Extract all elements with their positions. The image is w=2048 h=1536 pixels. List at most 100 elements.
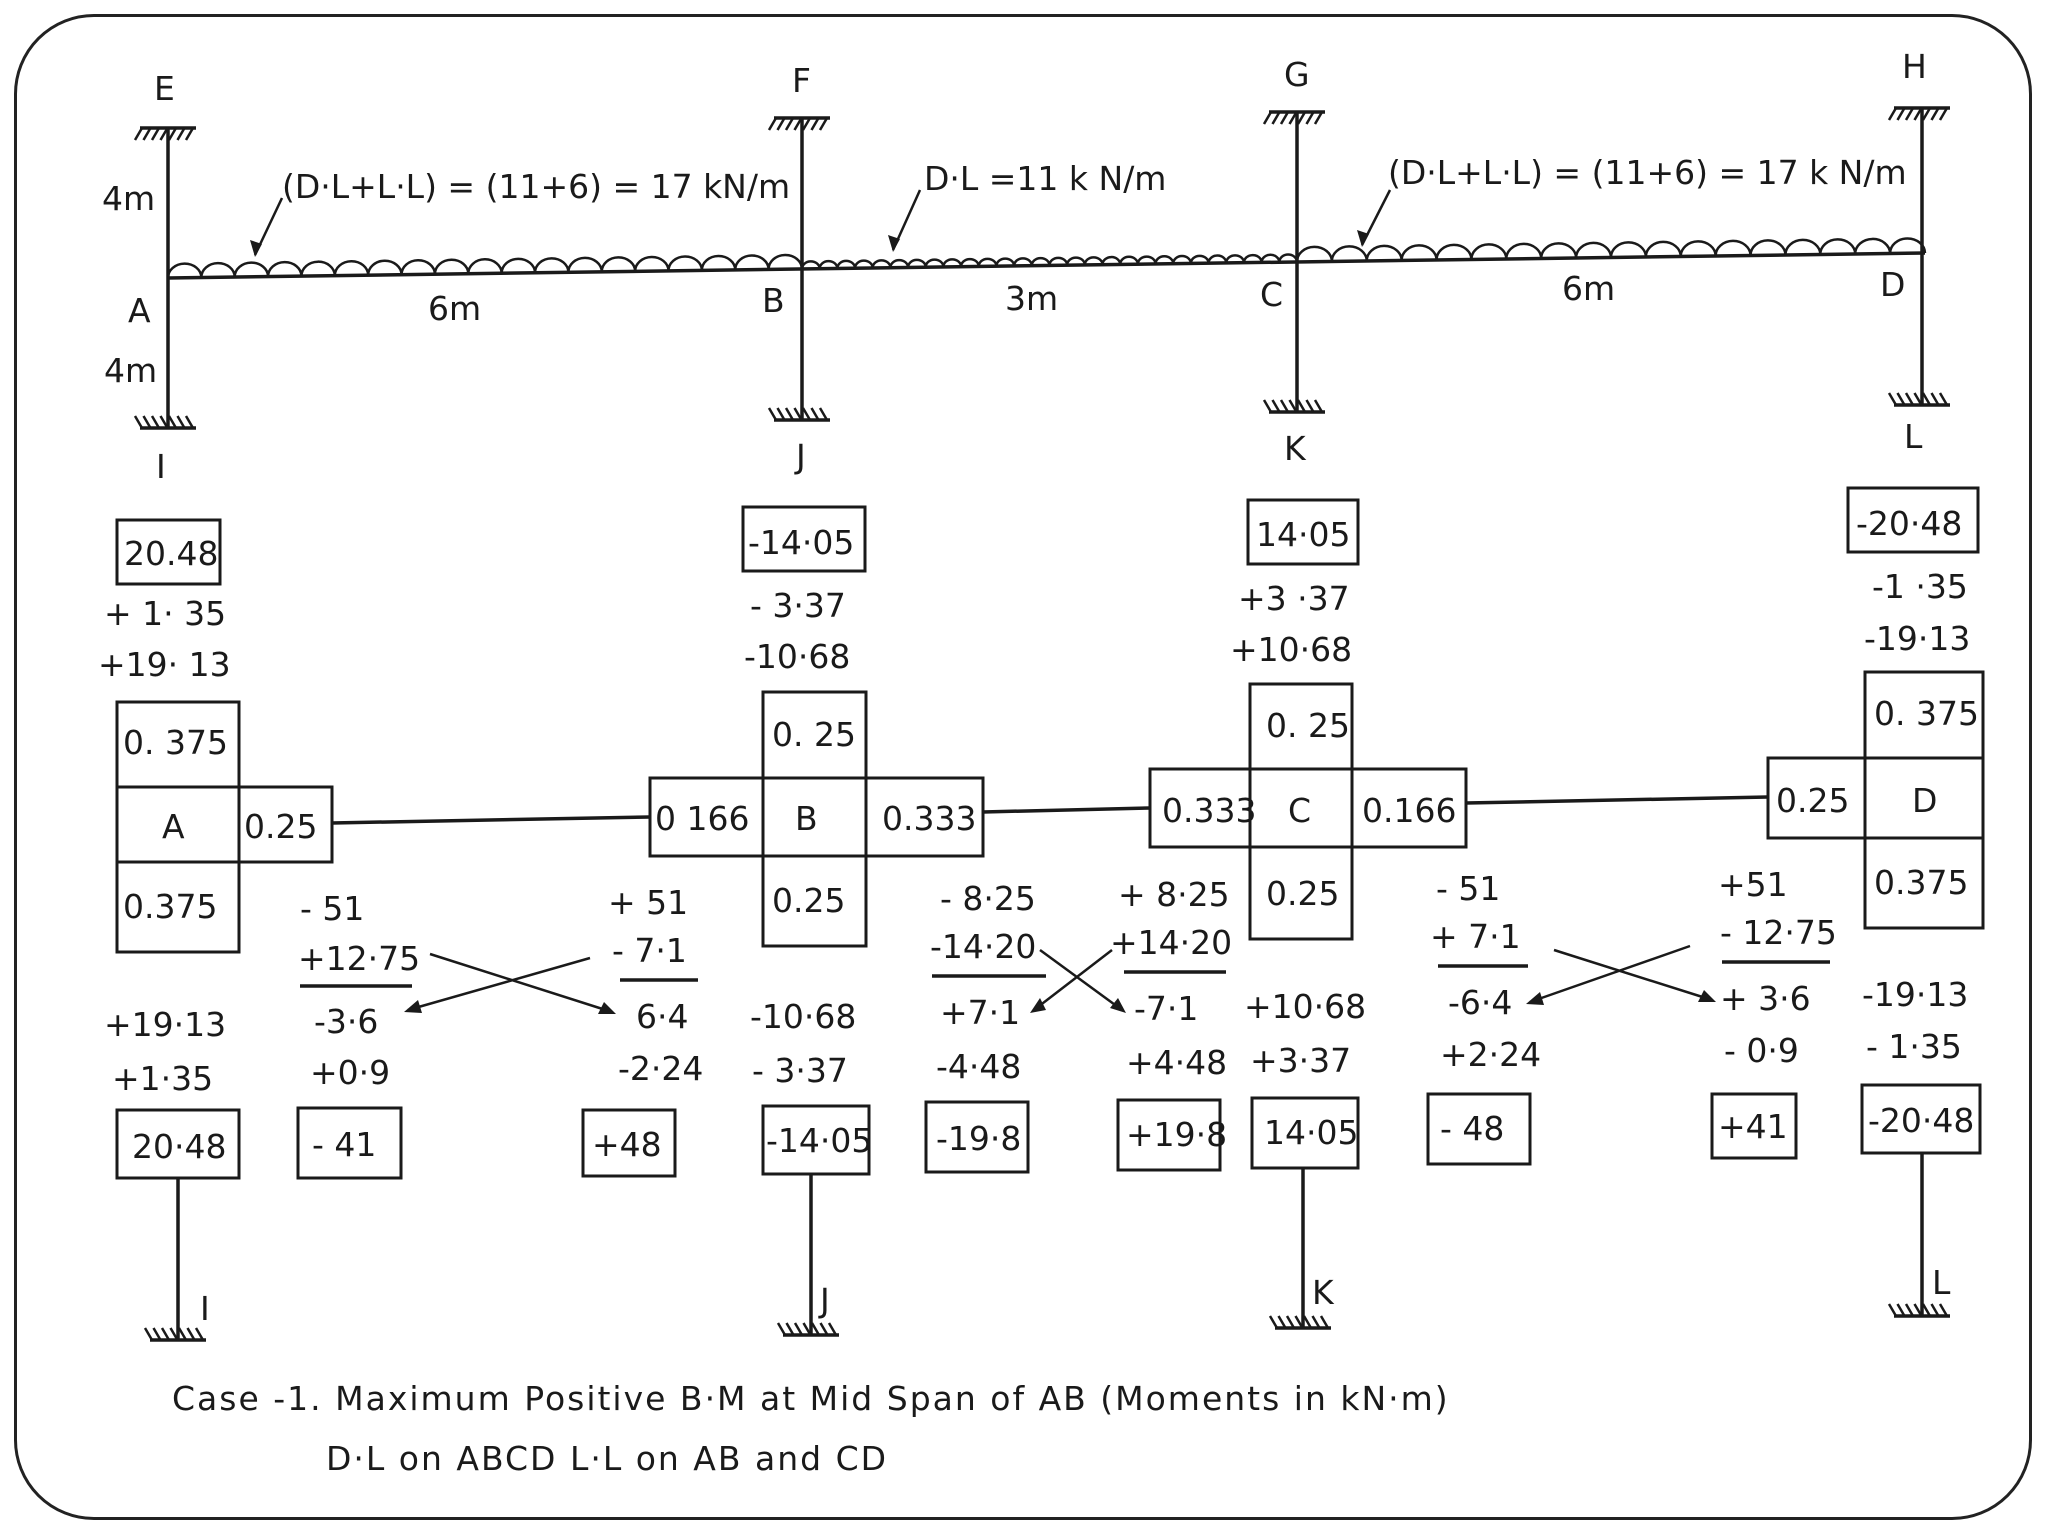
- df-b-left: 0 166: [655, 799, 749, 838]
- hatch-mark: [776, 1322, 787, 1336]
- hatch-mark: [1311, 1315, 1321, 1329]
- udl-arc: [1714, 239, 1752, 257]
- hatch-mark: [1930, 1303, 1940, 1317]
- udl-arc: [1819, 238, 1857, 255]
- arrowhead-icon: [1526, 992, 1544, 1005]
- upper-c-v1: +3 ·37: [1238, 579, 1350, 618]
- df-cell: [1350, 767, 1468, 849]
- arrowhead-icon: [1110, 998, 1126, 1013]
- hatch-mark: [160, 1327, 171, 1341]
- hatch-mark: [184, 127, 195, 141]
- hatch-mark: [776, 117, 786, 131]
- lower-ab-left-co: -3·6: [314, 1002, 378, 1041]
- connector-a-b: [331, 815, 651, 825]
- df-d-bottom: 0.375: [1874, 863, 1968, 902]
- upper-d-final: -20·48: [1856, 504, 1962, 543]
- slide-frame: [14, 14, 2032, 1520]
- lower-colC-v1: +10·68: [1244, 987, 1366, 1026]
- node-label-b: B: [762, 281, 785, 320]
- udl-arc: [533, 257, 570, 273]
- hatch-mark: [167, 127, 178, 141]
- node-label-l: L: [1904, 417, 1923, 456]
- hatch-mark: [1288, 111, 1298, 125]
- hatch-mark: [142, 415, 152, 429]
- hatch-mark: [1938, 107, 1949, 121]
- lower-ab-right-final: +48: [592, 1125, 662, 1164]
- upper-c-final: 14·05: [1256, 515, 1350, 554]
- udl-arc: [1295, 245, 1334, 263]
- udl-arc: [1330, 245, 1369, 262]
- final-moment-box: [1116, 1098, 1222, 1172]
- caption-line-2: D·L on ABCD L·L on AB and CD: [326, 1439, 888, 1478]
- upper-c-v2: +10·68: [1230, 630, 1352, 669]
- lower-ab-right-fem: + 51: [608, 883, 688, 922]
- hatch-mark: [1887, 1303, 1898, 1317]
- hatch-mark: [1887, 392, 1898, 406]
- udl-arc: [333, 259, 370, 276]
- final-moment-box: [761, 1104, 871, 1176]
- df-cell: [761, 854, 868, 948]
- joint-d-table: 0. 375 0.25 D 0.375: [1766, 670, 1985, 930]
- hatch-mark: [1904, 1303, 1915, 1317]
- udl-arc: [433, 258, 470, 275]
- load-label-ab: (D·L+L·L) = (11+6) = 17 kN/m: [282, 167, 790, 206]
- node-label-c: C: [1260, 275, 1283, 314]
- lower-cd-left-final: - 48: [1440, 1109, 1504, 1148]
- carry-over-arrow: [1529, 944, 1691, 1004]
- final-moment-box: [1246, 498, 1360, 566]
- joint-d-label: D: [1912, 781, 1937, 820]
- caption: Case -1. Maximum Positive B·M at Mid Spa…: [172, 1379, 1448, 1478]
- hatch-mark: [1277, 1315, 1287, 1329]
- node-label-h: H: [1902, 47, 1927, 86]
- hatch-mark: [1279, 111, 1290, 125]
- dimension-labels: 4m 4m 6m 3m 6m: [102, 179, 1615, 390]
- dim-column-bottom: 4m: [104, 351, 157, 390]
- frame-structure: [166, 108, 1926, 428]
- hatch-mark: [785, 1322, 795, 1336]
- hatch-mark: [776, 407, 786, 421]
- hatch-mark: [1262, 399, 1273, 413]
- lower-cd-left-co: -6·4: [1448, 983, 1512, 1022]
- lower-cd-right-bal: - 0·9: [1724, 1031, 1799, 1070]
- carry-over-arrow: [1553, 948, 1713, 1002]
- lower-bc-right-dist: +14·20: [1110, 923, 1232, 962]
- udl-arc: [1505, 242, 1543, 260]
- hatch-mark: [1938, 392, 1949, 406]
- lower-colD-final: -20·48: [1868, 1101, 1974, 1140]
- node-label-a: A: [128, 291, 151, 330]
- joint-connectors: [331, 795, 1769, 825]
- df-cell: [115, 860, 241, 954]
- lower-ab-left-dist: +12·75: [298, 939, 420, 978]
- hatch-mark: [793, 117, 803, 131]
- dim-span-cd: 6m: [1562, 269, 1615, 308]
- upper-a-final: 20.48: [124, 534, 218, 573]
- node-label-i: I: [156, 447, 166, 486]
- lower-bc-left-co: +7·1: [940, 993, 1020, 1032]
- final-moment-box: [581, 1108, 677, 1178]
- lower-bc-left-fem: - 8·25: [940, 879, 1036, 918]
- lower-bc-right-bal: +4·48: [1126, 1043, 1227, 1082]
- load-leaders: [250, 189, 1392, 257]
- carry-over-arrows: [404, 944, 1716, 1014]
- arrowhead-icon: [404, 1000, 422, 1013]
- hatch-mark: [810, 1322, 821, 1336]
- connector-c-d: [1465, 795, 1769, 805]
- hatch-mark: [1268, 1315, 1279, 1329]
- udl-arc: [1644, 240, 1683, 258]
- hatch-mark: [1913, 392, 1923, 406]
- hatch-mark: [1319, 1315, 1330, 1329]
- lower-cd-left-dist: + 7·1: [1430, 917, 1521, 956]
- udl-arc: [1400, 244, 1438, 261]
- arrowhead-icon: [1030, 998, 1046, 1013]
- lower-bc-right-co: -7·1: [1134, 989, 1198, 1028]
- lower-bc-right-final: +19·8: [1126, 1115, 1227, 1154]
- lower-column-stubs: I J K L: [176, 1153, 1951, 1340]
- upper-b-v2: -10·68: [744, 637, 850, 676]
- udl-arc: [1539, 242, 1578, 259]
- hatch-mark: [167, 415, 178, 429]
- lower-ab-right-bal: -2·24: [618, 1049, 703, 1088]
- lower-cd-left-bal: +2·24: [1440, 1035, 1541, 1074]
- stub-label-j: J: [818, 1281, 830, 1320]
- hatch-mark: [1302, 1315, 1313, 1329]
- node-label-f: F: [792, 61, 811, 100]
